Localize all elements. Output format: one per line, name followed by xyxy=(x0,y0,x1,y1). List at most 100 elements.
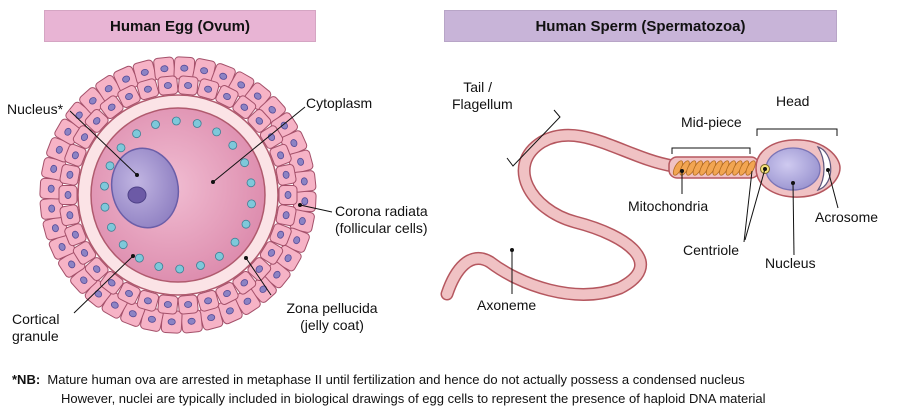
cortical-granule-label: Cortical xyxy=(12,311,60,327)
footnote-line-1: *NB: Mature human ova are arrested in me… xyxy=(12,370,766,389)
follicular-cell-nucleus xyxy=(268,106,276,114)
follicular-cell xyxy=(99,270,124,295)
follicular-cell xyxy=(157,75,179,96)
follicular-cell xyxy=(99,95,124,120)
follicular-cell-nucleus xyxy=(284,191,292,199)
follicular-cell-nucleus xyxy=(80,249,89,257)
cortical-granule xyxy=(151,120,160,129)
cortical-granule xyxy=(240,158,250,168)
sperm-title: Human Sperm (Spermatozoa) xyxy=(444,10,837,42)
follicular-cell xyxy=(177,294,199,315)
acrosome xyxy=(816,145,832,192)
follicular-cell-nucleus xyxy=(110,301,119,309)
cortical-granule xyxy=(230,237,240,247)
cortical-granule xyxy=(196,261,205,270)
cortical-granule xyxy=(154,262,164,271)
follicular-cell xyxy=(269,223,292,247)
follicular-cell xyxy=(177,75,199,96)
follicular-cell-nucleus xyxy=(48,204,56,213)
follicular-cell-nucleus xyxy=(64,191,72,199)
follicular-cell-nucleus xyxy=(240,279,249,287)
egg-title: Human Egg (Ovum) xyxy=(44,10,316,42)
follicular-cell xyxy=(39,197,64,220)
follicular-cell-nucleus xyxy=(125,92,133,101)
follicular-cell-nucleus xyxy=(207,314,216,322)
follicular-cell-nucleus xyxy=(184,301,193,308)
follicular-cell xyxy=(259,125,284,149)
cortical-granule-sublabel: granule xyxy=(12,328,59,344)
cortical-granule xyxy=(134,253,144,263)
follicular-cell-nucleus xyxy=(71,151,79,160)
follicular-cell-nucleus xyxy=(255,117,263,125)
follicular-cell-nucleus xyxy=(253,92,262,100)
follicular-cell-nucleus xyxy=(80,276,88,284)
follicular-cell-nucleus xyxy=(243,297,252,305)
follicular-cell-nucleus xyxy=(225,307,234,315)
follicular-cell-nucleus xyxy=(300,177,308,186)
centriole-label: Centriole xyxy=(683,242,740,258)
follicular-cell-nucleus xyxy=(163,82,172,89)
follicular-cell xyxy=(64,223,87,247)
egg-nucleus-label: Nucleus* xyxy=(7,101,64,117)
cortical-granule xyxy=(118,240,128,250)
follicular-cell xyxy=(173,56,196,80)
follicular-cell xyxy=(192,58,216,84)
corona-radiata xyxy=(39,56,317,334)
cytoplasm-label: Cytoplasm xyxy=(306,95,373,111)
follicular-cell-nucleus xyxy=(290,139,298,148)
follicular-cell xyxy=(275,163,297,186)
follicular-cell-nucleus xyxy=(93,265,101,273)
follicular-cell-nucleus xyxy=(184,82,193,89)
follicular-cell xyxy=(232,95,257,120)
cortical-granule xyxy=(192,119,202,128)
follicular-cell xyxy=(117,282,141,305)
follicular-cell xyxy=(58,185,78,205)
flagellum-label: Flagellum xyxy=(452,96,513,112)
sperm-leader-lines xyxy=(511,168,839,294)
follicular-cell xyxy=(136,78,160,101)
follicular-cell xyxy=(196,289,220,312)
follicular-cell-nucleus xyxy=(66,170,74,179)
sperm-leader-dots xyxy=(510,167,830,252)
mid-piece-label: Mid-piece xyxy=(681,114,742,130)
follicular-cell-nucleus xyxy=(64,127,72,136)
follicular-cell-nucleus xyxy=(58,242,66,251)
follicular-cell xyxy=(232,270,257,295)
follicular-cell xyxy=(136,289,160,312)
footnote: *NB: Mature human ova are arrested in me… xyxy=(12,370,766,408)
zona-pellucida-label: Zona pellucida xyxy=(286,300,378,316)
follicular-cell-nucleus xyxy=(284,254,292,263)
follicular-cell-nucleus xyxy=(301,197,309,206)
follicular-cell-nucleus xyxy=(293,236,301,245)
head-label: Head xyxy=(776,93,810,109)
follicular-cell-nucleus xyxy=(280,121,288,130)
follicular-cell xyxy=(72,241,97,265)
footnote-line-2: However, nuclei are typically included i… xyxy=(12,389,766,408)
egg-leader-dots xyxy=(131,173,302,260)
follicular-cell xyxy=(275,204,297,227)
follicular-cell xyxy=(269,143,292,167)
follicular-cell-nucleus xyxy=(47,184,55,193)
follicular-cell-nucleus xyxy=(107,103,116,111)
follicular-cell-nucleus xyxy=(122,75,131,83)
axoneme-label: Axoneme xyxy=(477,297,537,313)
follicular-cell-nucleus xyxy=(93,117,101,125)
follicular-cell-nucleus xyxy=(282,211,290,220)
mitochondrion xyxy=(745,160,756,176)
follicular-cell-nucleus xyxy=(297,157,305,166)
follicular-cell xyxy=(196,78,220,101)
mitochondria-label: Mitochondria xyxy=(628,198,709,214)
cortical-granule xyxy=(132,129,142,139)
follicular-cell-nucleus xyxy=(143,85,152,93)
cortical-granule xyxy=(100,202,110,212)
follicular-cell xyxy=(247,257,272,282)
follicular-cell-nucleus xyxy=(107,279,116,287)
follicular-cell-nucleus xyxy=(68,260,76,269)
follicular-cell-nucleus xyxy=(200,67,209,75)
follicular-cell-nucleus xyxy=(125,289,133,298)
follicular-cell-nucleus xyxy=(277,151,285,160)
follicular-cell xyxy=(72,125,97,149)
follicular-cell-nucleus xyxy=(89,97,97,105)
footnote-text-1: Mature human ova are arrested in metapha… xyxy=(47,372,745,387)
